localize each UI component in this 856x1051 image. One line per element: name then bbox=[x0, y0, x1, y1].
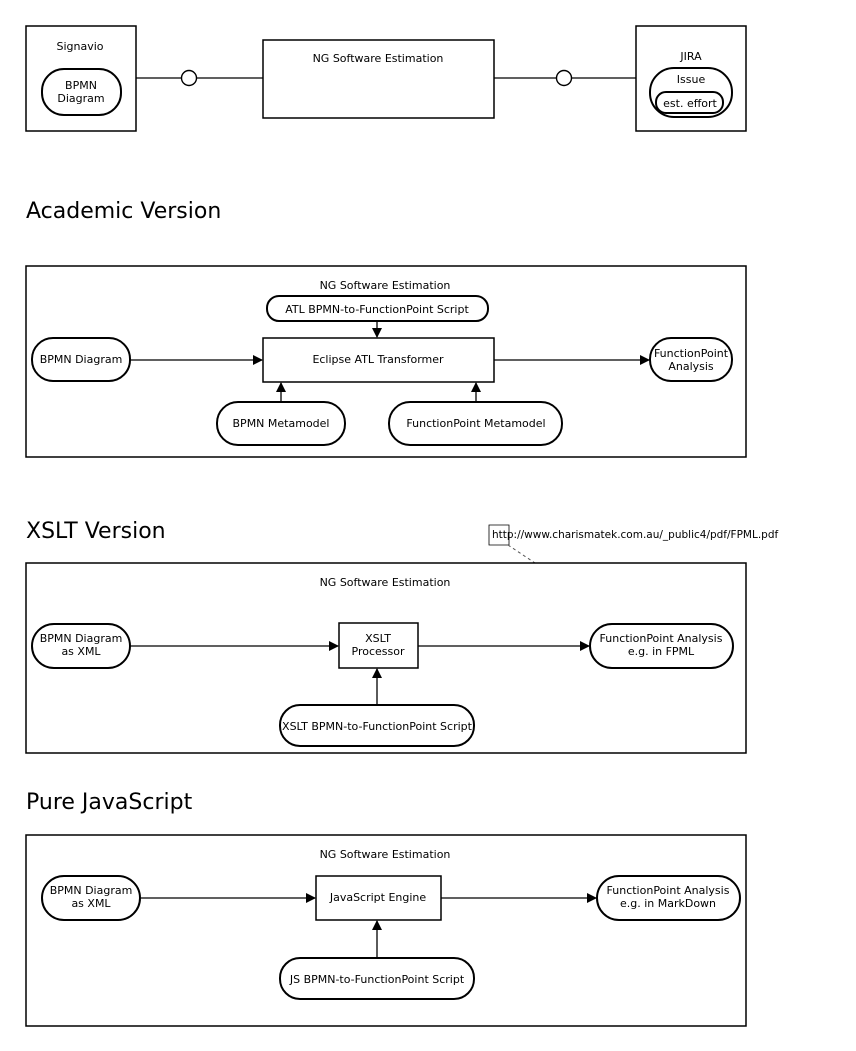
xslt-output-node bbox=[589, 623, 734, 669]
js-output-label-2: e.g. in MarkDown bbox=[620, 897, 716, 910]
url-note-frame bbox=[488, 524, 510, 546]
js-input-label-1: BPMN Diagram bbox=[50, 884, 133, 897]
xslt-output-label-2: e.g. in FPML bbox=[628, 645, 695, 658]
bpmn-diagram-label-1: BPMN bbox=[65, 79, 97, 92]
xslt-script-label: XSLT BPMN-to-FunctionPoint Script bbox=[282, 720, 473, 733]
url-note-text: http://www.charismatek.com.au/_public4/p… bbox=[492, 529, 778, 541]
atl-script-label: ATL BPMN-to-FunctionPoint Script bbox=[285, 303, 469, 316]
xslt-processor-label-1: XSLT bbox=[365, 632, 391, 645]
xslt-input-label-2: as XML bbox=[61, 645, 101, 658]
jira-title: JIRA bbox=[679, 50, 702, 63]
js-output-label-1: FunctionPoint Analysis bbox=[607, 884, 730, 897]
interface-lollipop-left bbox=[180, 69, 198, 87]
interface-lollipop-right bbox=[555, 69, 573, 87]
academic-section: Academic Version NG Software Estimation … bbox=[25, 199, 747, 458]
bpmn-metamodel-label: BPMN Metamodel bbox=[233, 417, 330, 430]
academic-container-title: NG Software Estimation bbox=[320, 279, 451, 292]
atl-transformer-label: Eclipse ATL Transformer bbox=[312, 353, 444, 366]
js-heading: Pure JavaScript bbox=[26, 790, 193, 815]
fp-analysis-output-node bbox=[649, 337, 733, 382]
js-section: Pure JavaScript NG Software Estimation B… bbox=[25, 790, 747, 1027]
ng-software-estimation-component bbox=[262, 39, 495, 119]
fp-metamodel-label: FunctionPoint Metamodel bbox=[406, 417, 545, 430]
issue-label: Issue bbox=[677, 73, 706, 86]
xslt-output-label-1: FunctionPoint Analysis bbox=[600, 632, 723, 645]
ng-title: NG Software Estimation bbox=[313, 52, 444, 65]
js-container-title: NG Software Estimation bbox=[320, 848, 451, 861]
atl-transformer-node bbox=[262, 337, 495, 383]
js-script-label: JS BPMN-to-FunctionPoint Script bbox=[289, 973, 465, 986]
est-effort-node bbox=[655, 91, 724, 114]
js-output-node bbox=[596, 875, 741, 921]
signavio-title: Signavio bbox=[56, 40, 103, 53]
xslt-container-title: NG Software Estimation bbox=[320, 576, 451, 589]
est-effort-label: est. effort bbox=[663, 97, 717, 110]
xslt-processor-label-2: Processor bbox=[352, 645, 405, 658]
xslt-input-label-1: BPMN Diagram bbox=[40, 632, 123, 645]
top-overview: Signavio BPMN Diagram NG Software Estima… bbox=[25, 25, 747, 132]
bpmn-diagram-input-label: BPMN Diagram bbox=[40, 353, 123, 366]
academic-heading: Academic Version bbox=[26, 199, 221, 224]
xslt-heading: XSLT Version bbox=[26, 519, 166, 544]
xslt-section: XSLT Version http://www.charismatek.com.… bbox=[25, 519, 778, 754]
fp-analysis-output-label-2: Analysis bbox=[668, 360, 714, 373]
fp-analysis-output-label-1: FunctionPoint bbox=[654, 347, 729, 360]
js-engine-label: JavaScript Engine bbox=[329, 891, 427, 904]
bpmn-diagram-label-2: Diagram bbox=[57, 92, 104, 105]
bpmn-diagram-node bbox=[41, 68, 122, 116]
js-input-label-2: as XML bbox=[71, 897, 111, 910]
